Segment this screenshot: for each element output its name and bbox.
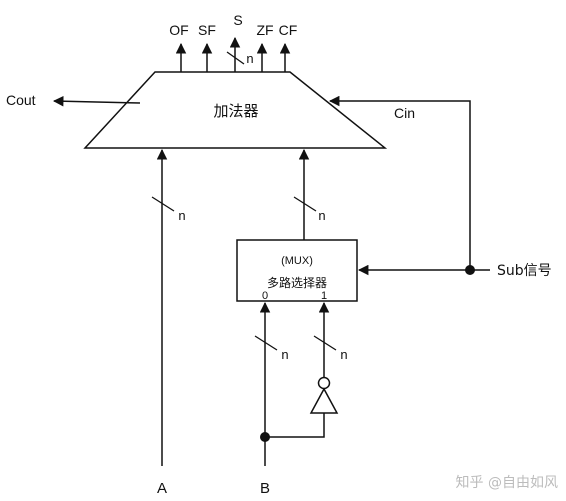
cf-flag-label: CF (279, 22, 298, 38)
not-gate (309, 387, 339, 414)
of-flag-label: OF (169, 22, 188, 38)
cout-label: Cout (6, 92, 36, 108)
mux-title: (MUX) (281, 255, 313, 267)
mux-input1-label: 1 (321, 290, 327, 302)
zf-flag-label: ZF (256, 22, 273, 38)
b-inverted-slash (313, 335, 337, 351)
a-bus-slash (151, 196, 175, 212)
b-to-not-gate-line (265, 413, 325, 438)
mux-out-slash (293, 196, 317, 212)
b-inverted-bus-width-label: n (340, 347, 347, 362)
b-bus-width-label: n (281, 347, 288, 362)
cin-label: Cin (394, 105, 415, 121)
mux-block (236, 239, 358, 302)
s-bus-slash (226, 51, 245, 65)
mux-subtitle: 多路选择器 (267, 275, 327, 290)
s-output-label: S (233, 12, 242, 28)
a-input-label: A (157, 480, 167, 497)
mux-input0-label: 0 (262, 290, 268, 302)
b-input-label: B (260, 480, 270, 497)
b-bus-slash (254, 335, 278, 351)
not-gate-bubble (317, 376, 331, 390)
mux-out-bus-width-label: n (318, 208, 325, 223)
a-bus-width-label: n (178, 208, 185, 223)
watermark-text: 知乎 @自由如风 (456, 474, 558, 491)
sub-signal-label: Sub信号 (497, 263, 552, 279)
cout-arrow (52, 95, 141, 107)
s-bus-width-label: n (246, 51, 253, 66)
adder-block (83, 71, 388, 149)
adder-label: 加法器 (213, 102, 258, 120)
sf-flag-label: SF (198, 22, 216, 38)
cin-feedback-line (328, 95, 471, 270)
